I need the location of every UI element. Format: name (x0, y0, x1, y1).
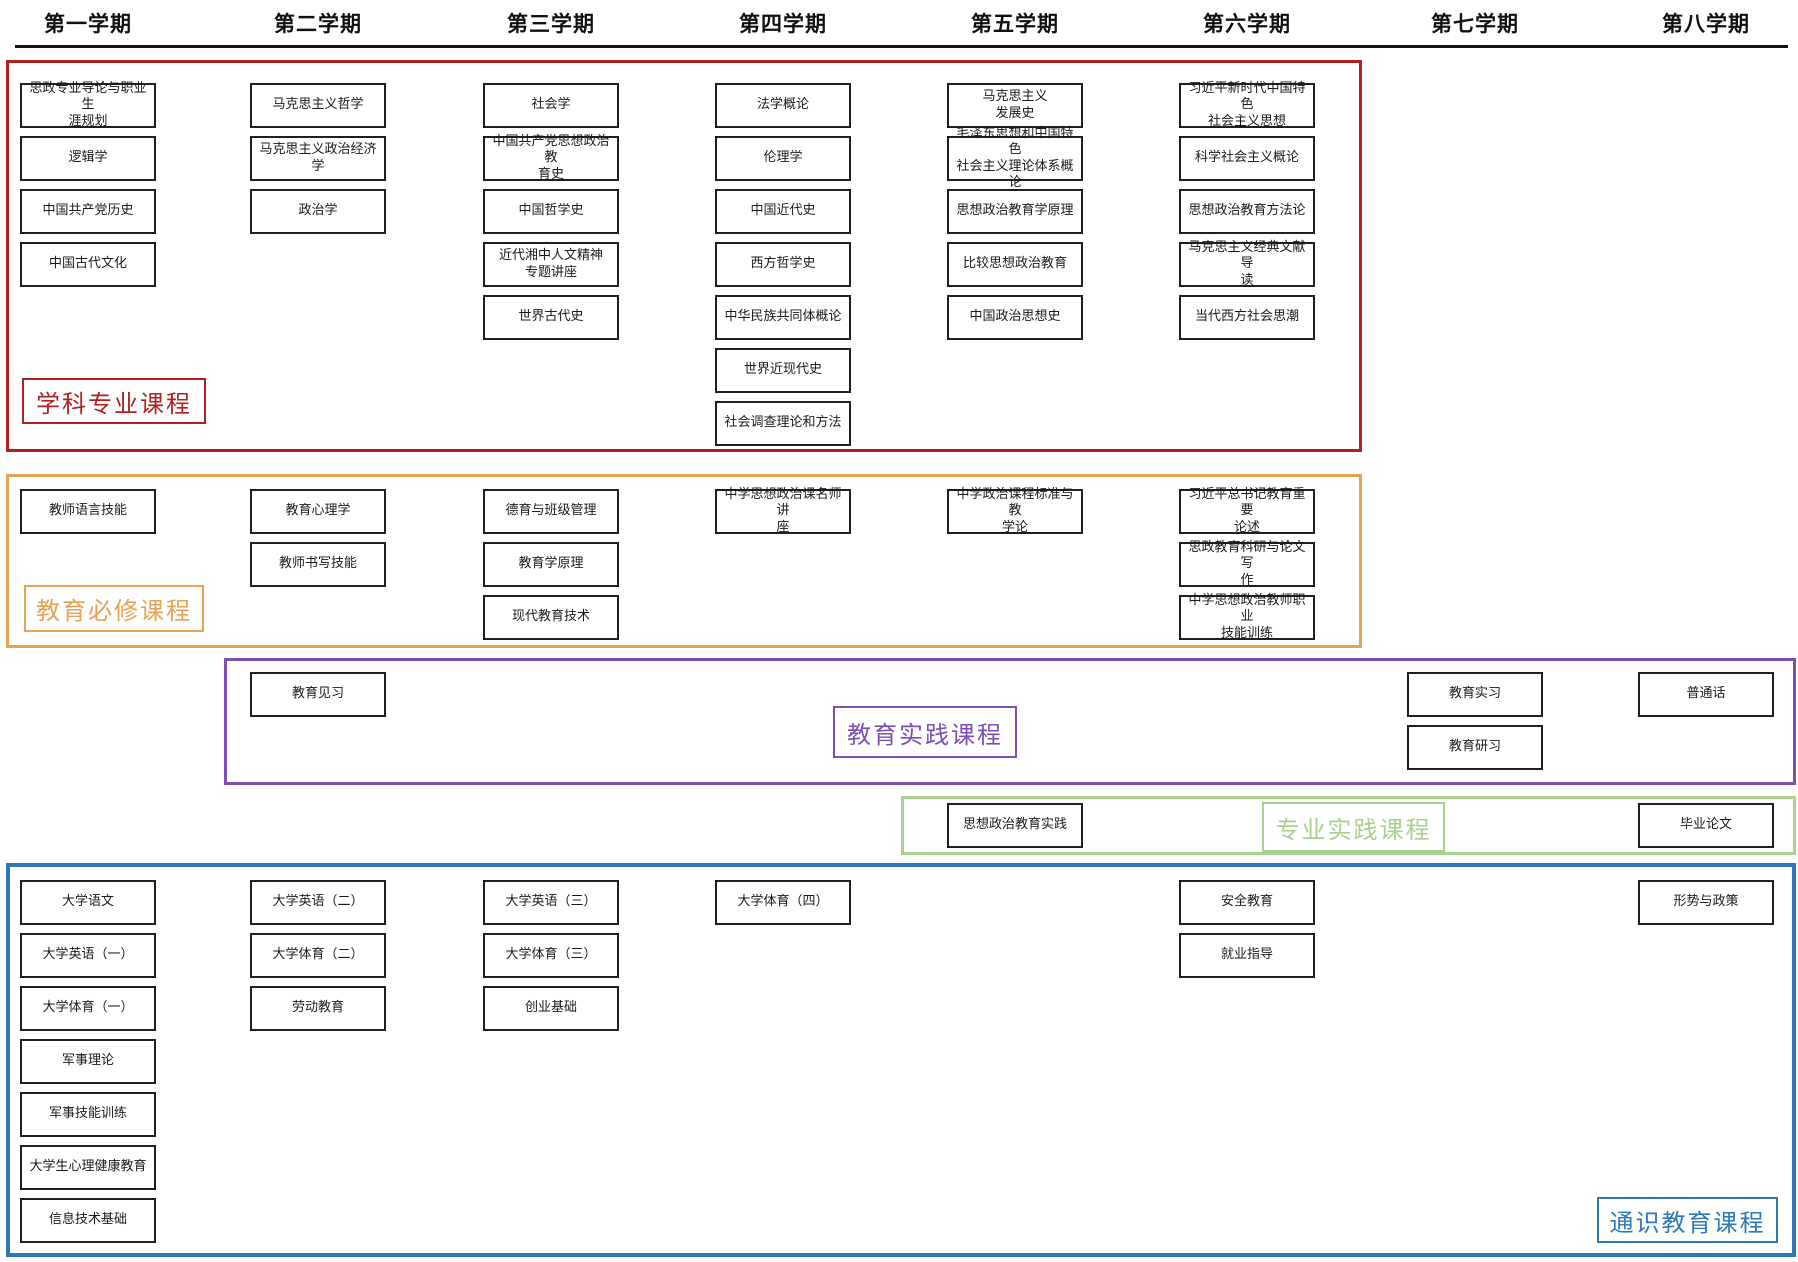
course-box: 习近平新时代中国特色 社会主义思想 (1179, 81, 1315, 129)
semester-header-2: 第二学期 (274, 12, 362, 36)
course-box: 马克思主义哲学 (250, 83, 386, 128)
course-box: 中学思想政治课名师讲 座 (715, 487, 851, 535)
section-pro-practice (901, 796, 1796, 855)
course-box: 中华民族共同体概论 (715, 295, 851, 340)
semester-header-4: 第四学期 (739, 12, 827, 36)
course-box: 伦理学 (715, 136, 851, 181)
course-box: 信息技术基础 (20, 1198, 156, 1243)
course-box: 思想政治教育实践 (947, 803, 1083, 848)
course-box: 大学体育（二） (250, 933, 386, 978)
course-box: 世界古代史 (483, 295, 619, 340)
section-label-pro-practice: 专业实践课程 (1262, 802, 1445, 852)
course-box: 大学语文 (20, 880, 156, 925)
course-box: 普通话 (1638, 672, 1774, 717)
semester-header-8: 第八学期 (1662, 12, 1750, 36)
course-box: 政治学 (250, 189, 386, 234)
course-box: 习近平总书记教育重要 论述 (1179, 487, 1315, 535)
course-box: 近代湘中人文精神 专题讲座 (483, 242, 619, 287)
course-box: 中国共产党历史 (20, 189, 156, 234)
course-box: 中国哲学史 (483, 189, 619, 234)
section-edu-required (6, 474, 1362, 648)
course-box: 军事技能训练 (20, 1092, 156, 1137)
section-label-edu-practice: 教育实践课程 (833, 706, 1017, 758)
course-box: 大学体育（三） (483, 933, 619, 978)
course-box: 毕业论文 (1638, 803, 1774, 848)
course-box: 科学社会主义概论 (1179, 136, 1315, 181)
course-box: 德育与班级管理 (483, 489, 619, 534)
section-label-general-edu: 通识教育课程 (1597, 1197, 1778, 1243)
semester-header-7: 第七学期 (1431, 12, 1519, 36)
semester-header-5: 第五学期 (971, 12, 1059, 36)
course-box: 思想政治教育方法论 (1179, 189, 1315, 234)
course-box: 大学生心理健康教育 (20, 1145, 156, 1190)
course-box: 思政教育科研与论文写 作 (1179, 540, 1315, 588)
course-box: 法学概论 (715, 83, 851, 128)
section-subject-major (6, 60, 1362, 452)
course-box: 军事理论 (20, 1039, 156, 1084)
course-box: 思政专业导论与职业生 涯规划 (20, 81, 156, 129)
course-box: 教师语言技能 (20, 489, 156, 534)
course-box: 大学体育（四） (715, 880, 851, 925)
course-box: 安全教育 (1179, 880, 1315, 925)
course-box: 中学政治课程标准与教 学论 (947, 487, 1083, 535)
course-box: 教师书写技能 (250, 542, 386, 587)
course-box: 中国共产党思想政治教 育史 (483, 134, 619, 182)
course-box: 社会调查理论和方法 (715, 401, 851, 446)
section-label-edu-required: 教育必修课程 (24, 585, 204, 632)
course-box: 思想政治教育学原理 (947, 189, 1083, 234)
section-general-edu (6, 863, 1796, 1257)
semester-header-1: 第一学期 (44, 12, 132, 36)
header-divider (15, 45, 1788, 48)
course-box: 大学体育（一） (20, 986, 156, 1031)
course-box: 教育实习 (1407, 672, 1543, 717)
semester-header-3: 第三学期 (507, 12, 595, 36)
course-box: 大学英语（三） (483, 880, 619, 925)
semester-header-6: 第六学期 (1203, 12, 1291, 36)
course-box: 大学英语（一） (20, 933, 156, 978)
course-box: 大学英语（二） (250, 880, 386, 925)
course-box: 形势与政策 (1638, 880, 1774, 925)
course-box: 中国政治思想史 (947, 295, 1083, 340)
course-box: 教育心理学 (250, 489, 386, 534)
course-box: 教育见习 (250, 672, 386, 717)
course-box: 世界近现代史 (715, 348, 851, 393)
course-box: 中学思想政治教师职业 技能训练 (1179, 593, 1315, 641)
course-box: 社会学 (483, 83, 619, 128)
section-label-subject-major: 学科专业课程 (22, 378, 206, 424)
course-box: 中国古代文化 (20, 242, 156, 287)
course-box: 马克思主义政治经济学 (250, 136, 386, 181)
course-box: 毛泽东思想和中国特色 社会主义理论体系概论 (947, 126, 1083, 190)
course-box: 创业基础 (483, 986, 619, 1031)
course-box: 马克思主义 发展史 (947, 83, 1083, 128)
course-box: 教育研习 (1407, 725, 1543, 770)
course-box: 教育学原理 (483, 542, 619, 587)
course-box: 现代教育技术 (483, 595, 619, 640)
course-box: 马克思主义经典文献导 读 (1179, 240, 1315, 288)
course-box: 当代西方社会思潮 (1179, 295, 1315, 340)
course-box: 中国近代史 (715, 189, 851, 234)
course-box: 劳动教育 (250, 986, 386, 1031)
course-box: 逻辑学 (20, 136, 156, 181)
course-box: 就业指导 (1179, 933, 1315, 978)
section-edu-practice (224, 658, 1796, 785)
course-box: 西方哲学史 (715, 242, 851, 287)
course-box: 比较思想政治教育 (947, 242, 1083, 287)
